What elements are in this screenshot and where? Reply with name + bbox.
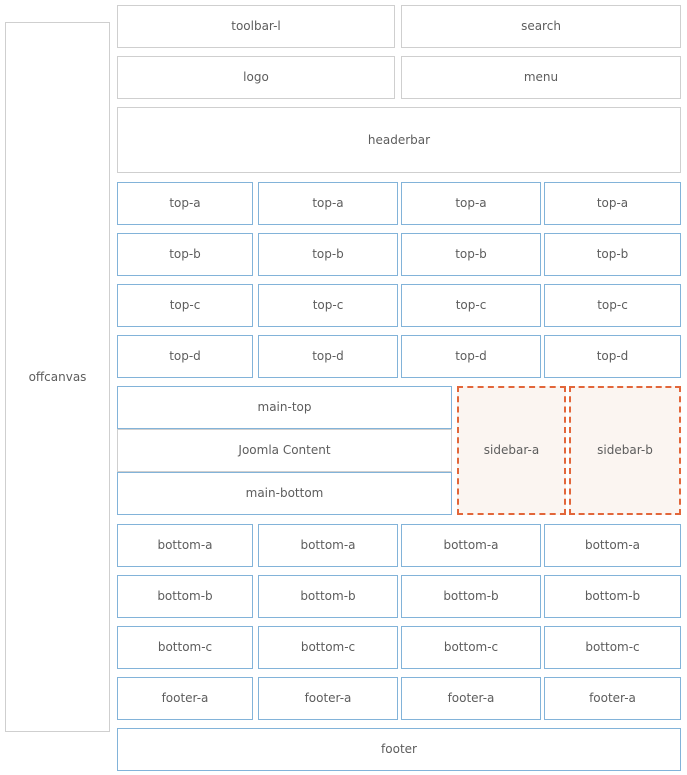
toolbar-l-region[interactable]: toolbar-l <box>117 5 395 48</box>
logo-region[interactable]: logo <box>117 56 395 99</box>
bottom-a-label: bottom-a <box>584 538 641 553</box>
top-c-cell-4[interactable]: top-c <box>544 284 681 327</box>
bottom-c-cell-3[interactable]: bottom-c <box>401 626 541 669</box>
search-label: search <box>521 19 561 34</box>
bottom-b-label: bottom-b <box>300 589 356 604</box>
offcanvas-region[interactable]: offcanvas <box>5 22 110 732</box>
footer-label: footer <box>381 742 417 757</box>
top-b-label: top-b <box>312 247 344 262</box>
bottom-a-label: bottom-a <box>157 538 213 553</box>
top-a-cell-1[interactable]: top-a <box>117 182 253 225</box>
main-bottom-region[interactable]: main-bottom <box>117 472 452 515</box>
footer-a-cell-3[interactable]: footer-a <box>401 677 541 720</box>
footer-a-cell-4[interactable]: footer-a <box>544 677 681 720</box>
main-top-region[interactable]: main-top <box>117 386 452 429</box>
bottom-c-label: bottom-c <box>585 640 640 655</box>
bottom-b-label: bottom-b <box>584 589 641 604</box>
bottom-c-cell-1[interactable]: bottom-c <box>117 626 253 669</box>
main-top-label: main-top <box>257 400 312 415</box>
top-b-label: top-b <box>169 247 201 262</box>
top-c-cell-1[interactable]: top-c <box>117 284 253 327</box>
sidebar-b-region[interactable]: sidebar-b <box>569 386 681 515</box>
bottom-a-cell-1[interactable]: bottom-a <box>117 524 253 567</box>
bottom-c-cell-2[interactable]: bottom-c <box>258 626 398 669</box>
footer-a-cell-2[interactable]: footer-a <box>258 677 398 720</box>
top-c-label: top-c <box>169 298 201 313</box>
top-d-label: top-d <box>596 349 629 364</box>
top-a-cell-3[interactable]: top-a <box>401 182 541 225</box>
toolbar-l-label: toolbar-l <box>231 19 281 34</box>
top-d-label: top-d <box>455 349 487 364</box>
bottom-a-label: bottom-a <box>300 538 356 553</box>
top-c-cell-2[interactable]: top-c <box>258 284 398 327</box>
top-a-label: top-a <box>596 196 629 211</box>
top-c-label: top-c <box>455 298 487 313</box>
bottom-a-cell-3[interactable]: bottom-a <box>401 524 541 567</box>
bottom-b-label: bottom-b <box>443 589 499 604</box>
footer-a-label: footer-a <box>304 691 352 706</box>
bottom-a-cell-4[interactable]: bottom-a <box>544 524 681 567</box>
top-d-cell-2[interactable]: top-d <box>258 335 398 378</box>
top-d-label: top-d <box>312 349 344 364</box>
top-d-cell-4[interactable]: top-d <box>544 335 681 378</box>
bottom-b-cell-3[interactable]: bottom-b <box>401 575 541 618</box>
bottom-c-label: bottom-c <box>443 640 499 655</box>
bottom-b-cell-4[interactable]: bottom-b <box>544 575 681 618</box>
top-d-label: top-d <box>169 349 201 364</box>
top-b-cell-2[interactable]: top-b <box>258 233 398 276</box>
main-bottom-label: main-bottom <box>245 486 324 501</box>
top-d-cell-1[interactable]: top-d <box>117 335 253 378</box>
top-b-cell-3[interactable]: top-b <box>401 233 541 276</box>
top-b-cell-1[interactable]: top-b <box>117 233 253 276</box>
menu-region[interactable]: menu <box>401 56 681 99</box>
sidebar-a-region[interactable]: sidebar-a <box>457 386 566 515</box>
sidebar-b-label: sidebar-b <box>597 443 653 458</box>
bottom-b-label: bottom-b <box>157 589 213 604</box>
top-a-cell-2[interactable]: top-a <box>258 182 398 225</box>
headerbar-label: headerbar <box>367 132 431 147</box>
bottom-c-label: bottom-c <box>157 640 213 655</box>
top-a-label: top-a <box>169 196 201 211</box>
footer-a-label: footer-a <box>589 691 636 706</box>
top-c-cell-3[interactable]: top-c <box>401 284 541 327</box>
menu-label: menu <box>523 70 559 85</box>
bottom-b-cell-1[interactable]: bottom-b <box>117 575 253 618</box>
joomla-content-label: Joomla Content <box>238 443 331 458</box>
bottom-c-cell-4[interactable]: bottom-c <box>544 626 681 669</box>
logo-label: logo <box>243 70 269 85</box>
top-c-label: top-c <box>597 298 628 313</box>
top-d-cell-3[interactable]: top-d <box>401 335 541 378</box>
top-b-label: top-b <box>596 247 629 262</box>
bottom-a-label: bottom-a <box>443 538 499 553</box>
search-region[interactable]: search <box>401 5 681 48</box>
footer-a-cell-1[interactable]: footer-a <box>117 677 253 720</box>
footer-a-label: footer-a <box>447 691 495 706</box>
sidebar-a-label: sidebar-a <box>483 443 540 458</box>
top-a-label: top-a <box>312 196 344 211</box>
top-c-label: top-c <box>312 298 344 313</box>
top-a-label: top-a <box>455 196 487 211</box>
bottom-a-cell-2[interactable]: bottom-a <box>258 524 398 567</box>
joomla-content-region[interactable]: Joomla Content <box>117 429 452 472</box>
headerbar-region[interactable]: headerbar <box>117 107 681 173</box>
top-a-cell-4[interactable]: top-a <box>544 182 681 225</box>
bottom-c-label: bottom-c <box>300 640 356 655</box>
footer-a-label: footer-a <box>161 691 209 706</box>
top-b-label: top-b <box>455 247 487 262</box>
bottom-b-cell-2[interactable]: bottom-b <box>258 575 398 618</box>
top-b-cell-4[interactable]: top-b <box>544 233 681 276</box>
offcanvas-label: offcanvas <box>28 369 87 384</box>
footer-region[interactable]: footer <box>117 728 681 771</box>
